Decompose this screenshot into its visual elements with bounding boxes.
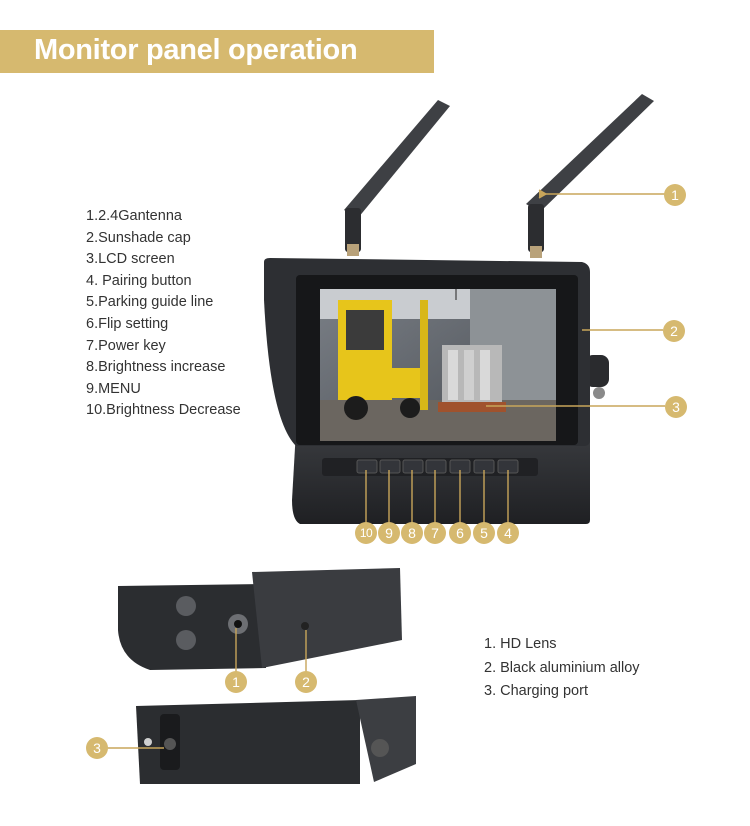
lcd-screen bbox=[320, 289, 556, 441]
feature-item: 3.LCD screen bbox=[86, 251, 175, 268]
callout-badge-brightness-increase: 8 bbox=[401, 522, 423, 544]
mount-bolt bbox=[593, 387, 605, 399]
callout-badge-flip: 6 bbox=[449, 522, 471, 544]
menu-button[interactable] bbox=[379, 459, 401, 474]
feature-item: 7.Power key bbox=[86, 337, 166, 354]
callout-badge-hd-lens: 1 bbox=[225, 671, 247, 693]
feature-item: 9.MENU bbox=[86, 380, 141, 397]
monitor-callout-lines bbox=[365, 189, 666, 524]
callout-badge-parking-guide: 5 bbox=[473, 522, 495, 544]
callout-badge-power: 7 bbox=[424, 522, 446, 544]
camera-feature-item: 1. HD Lens bbox=[484, 636, 557, 652]
callout-badge-lcd: 3 bbox=[665, 396, 687, 418]
section-title: Monitor panel operation bbox=[34, 34, 358, 66]
mount-knob bbox=[585, 355, 609, 387]
feature-item: 5.Parking guide line bbox=[86, 294, 214, 311]
antenna-left bbox=[344, 100, 450, 256]
callout-badge-sunshade: 2 bbox=[663, 320, 685, 342]
brightness-decrease-button[interactable] bbox=[356, 459, 378, 474]
callout-badge-aluminium-body: 2 bbox=[295, 671, 317, 693]
callout-badge-menu: 9 bbox=[378, 522, 400, 544]
camera-top bbox=[118, 568, 402, 670]
camera-feature-item: 2. Black aluminium alloy bbox=[484, 659, 640, 676]
callout-badge-antenna: 1 bbox=[664, 184, 686, 206]
antenna-right bbox=[526, 94, 654, 258]
feature-item: 2.Sunshade cap bbox=[86, 229, 191, 246]
monitor-feature-list: 1.2.4Gantenna 2.Sunshade cap 3.LCD scree… bbox=[86, 206, 241, 422]
feature-item: 6.Flip setting bbox=[86, 315, 169, 332]
callout-badge-charging-port: 3 bbox=[86, 737, 108, 759]
power-button[interactable] bbox=[425, 459, 447, 474]
camera-bottom bbox=[136, 696, 416, 784]
callout-badge-pairing: 4 bbox=[497, 522, 519, 544]
camera-feature-item: 3. Charging port bbox=[484, 683, 588, 699]
section-header-banner: Monitor panel operation bbox=[0, 30, 434, 73]
feature-item: 1.2.4Gantenna bbox=[86, 208, 182, 224]
feature-item: 4. Pairing button bbox=[86, 272, 192, 289]
callout-badge-brightness-decrease: 10 bbox=[355, 522, 377, 544]
feature-item: 10.Brightness Decrease bbox=[86, 402, 241, 419]
camera-feature-list: 1. HD Lens 2. Black aluminium alloy 3. C… bbox=[484, 633, 640, 704]
brightness-increase-button[interactable] bbox=[402, 459, 424, 474]
feature-item: 8.Brightness increase bbox=[86, 359, 226, 376]
camera-top-callout-lines bbox=[235, 628, 307, 672]
